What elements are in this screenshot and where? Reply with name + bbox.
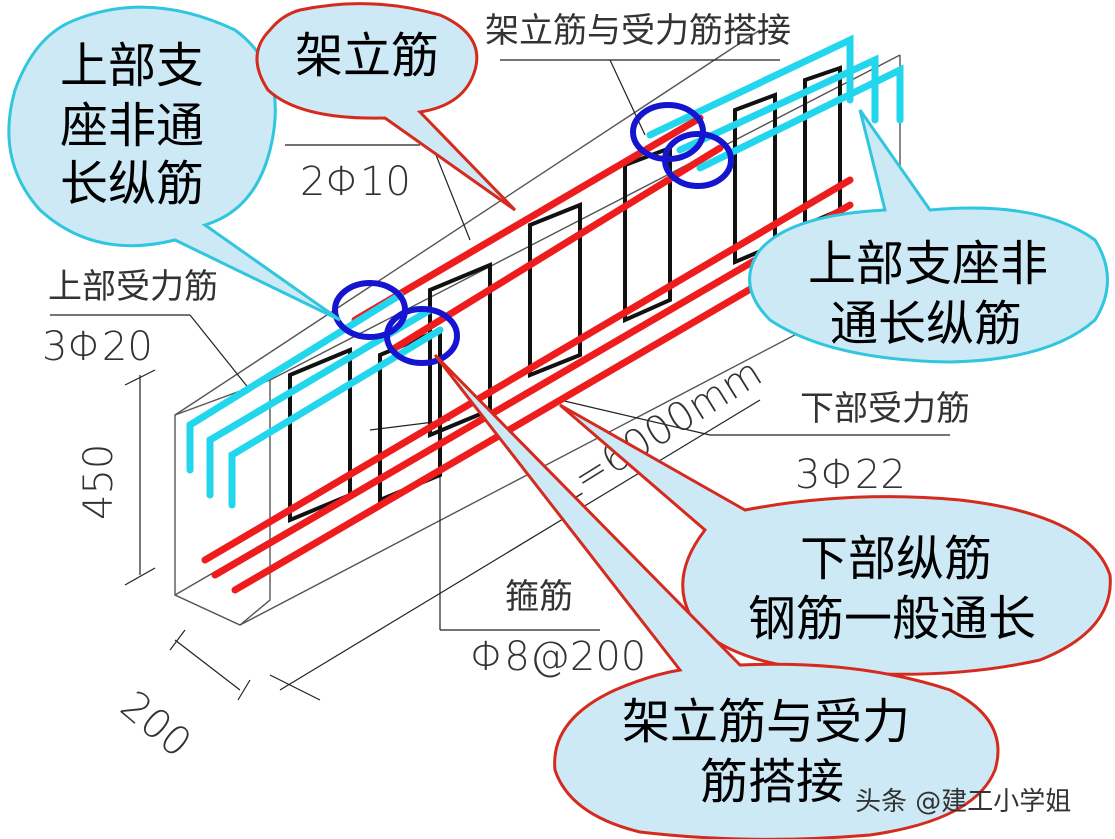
height-label: 450 [76, 444, 122, 520]
callout-lap: 架立筋与受力 筋搭接 [433, 353, 1000, 839]
lap-circle-left-2 [384, 306, 460, 366]
callout-lap-line-1: 架立筋与受力 [622, 694, 910, 750]
lap-top-label: 架立筋与受力筋搭接 [485, 11, 791, 51]
callout-bottom-long-line-1: 下部纵筋 [800, 531, 992, 587]
callout-top-left-line-1: 上部支 [60, 38, 204, 94]
bottom-main-spec-label: 3Φ22 [795, 452, 906, 498]
stirrup-label: 箍筋 [505, 577, 573, 617]
callout-right-line-2: 通长纵筋 [830, 296, 1022, 352]
top-main-label: 上部受力筋 [48, 267, 218, 307]
lap-circle-right-2 [662, 131, 734, 189]
callout-erection: 架立筋 [255, 2, 517, 212]
callout-right: 上部支座非 通长纵筋 [748, 109, 1109, 364]
callout-right-line-1: 上部支座非 [808, 236, 1048, 292]
callout-top-left: 上部支 座非通 长纵筋 [7, 5, 341, 322]
lap-circles [332, 102, 734, 366]
top-main-spec-label: 3Φ20 [42, 324, 153, 370]
rebars-cyan [186, 34, 904, 509]
callout-lap-line-2: 筋搭接 [700, 754, 844, 810]
stirrup-spec-label: Φ8@200 [470, 634, 646, 680]
callout-erection-text: 架立筋 [295, 28, 439, 84]
watermark: 头条 @建工小学姐 [855, 787, 1071, 817]
callout-top-left-line-3: 长纵筋 [60, 156, 204, 212]
bottom-main-label: 下部受力筋 [800, 389, 970, 429]
callout-top-left-line-2: 座非通 [60, 98, 204, 154]
callout-bottom-long-line-2: 钢筋一般通长 [748, 591, 1036, 647]
erection-spec-label: 2Φ10 [300, 159, 411, 205]
